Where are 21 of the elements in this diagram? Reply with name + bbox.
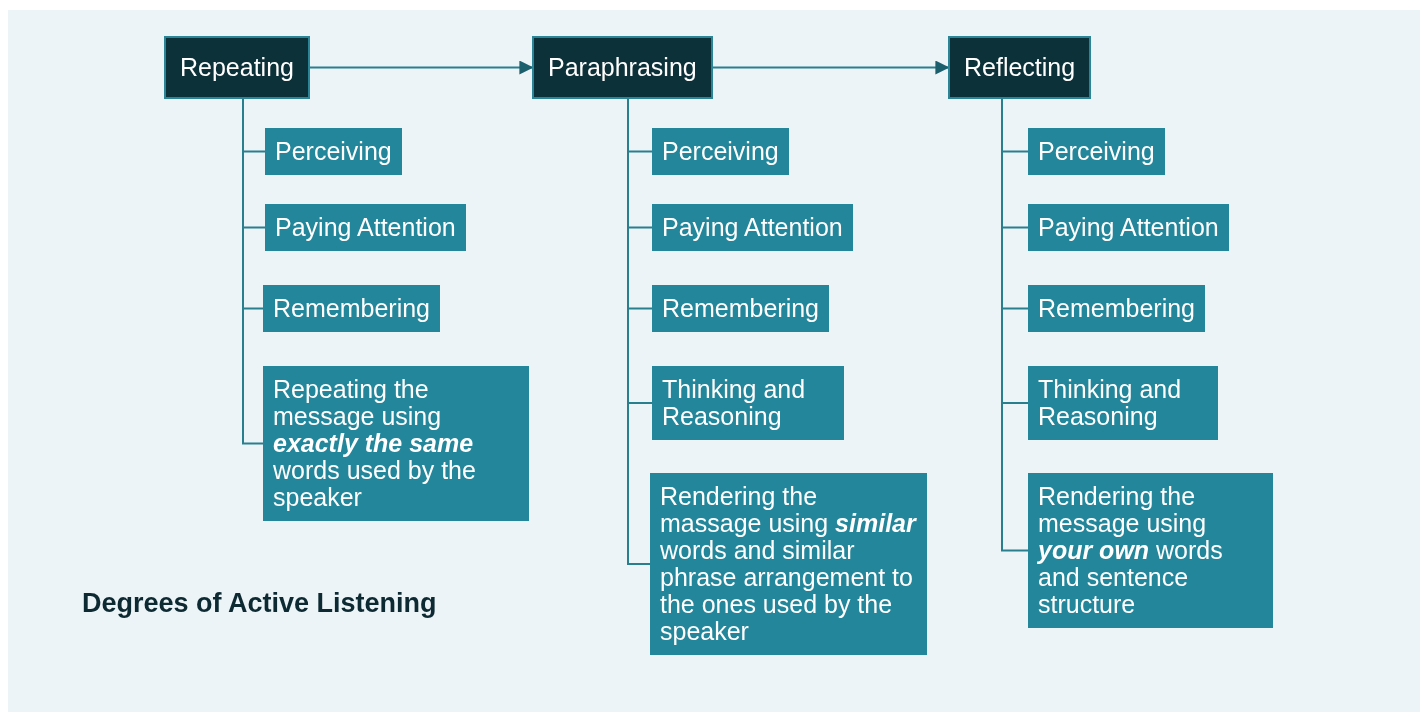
connector-line xyxy=(242,98,264,445)
arrow xyxy=(711,60,950,75)
step-box: Perceiving xyxy=(265,128,402,175)
step-box: Remembering xyxy=(263,285,440,332)
step-box: Paying Attention xyxy=(1028,204,1229,251)
step-box: Perceiving xyxy=(652,128,789,175)
step-box: Rendering the message using your own words and sentence structure xyxy=(1028,473,1273,628)
step-box: Perceiving xyxy=(1028,128,1165,175)
step-box: Paying Attention xyxy=(265,204,466,251)
step-box: Thinking and Reasoning xyxy=(652,366,844,440)
arrow xyxy=(309,60,534,75)
stage-box: Repeating xyxy=(164,36,310,99)
step-box: Rendering the massage using similar words and similar phrase arrangement to the ones used by the speaker xyxy=(650,473,927,655)
step-box: Remembering xyxy=(1028,285,1205,332)
step-box: Repeating the message using exactly the same words used by the speaker xyxy=(263,366,529,521)
diagram-title: Degrees of Active Listening xyxy=(82,588,437,619)
step-box: Remembering xyxy=(652,285,829,332)
stage-box: Reflecting xyxy=(948,36,1092,99)
step-box: Thinking and Reasoning xyxy=(1028,366,1218,440)
step-box: Paying Attention xyxy=(652,204,853,251)
stage-box: Paraphrasing xyxy=(532,36,713,99)
